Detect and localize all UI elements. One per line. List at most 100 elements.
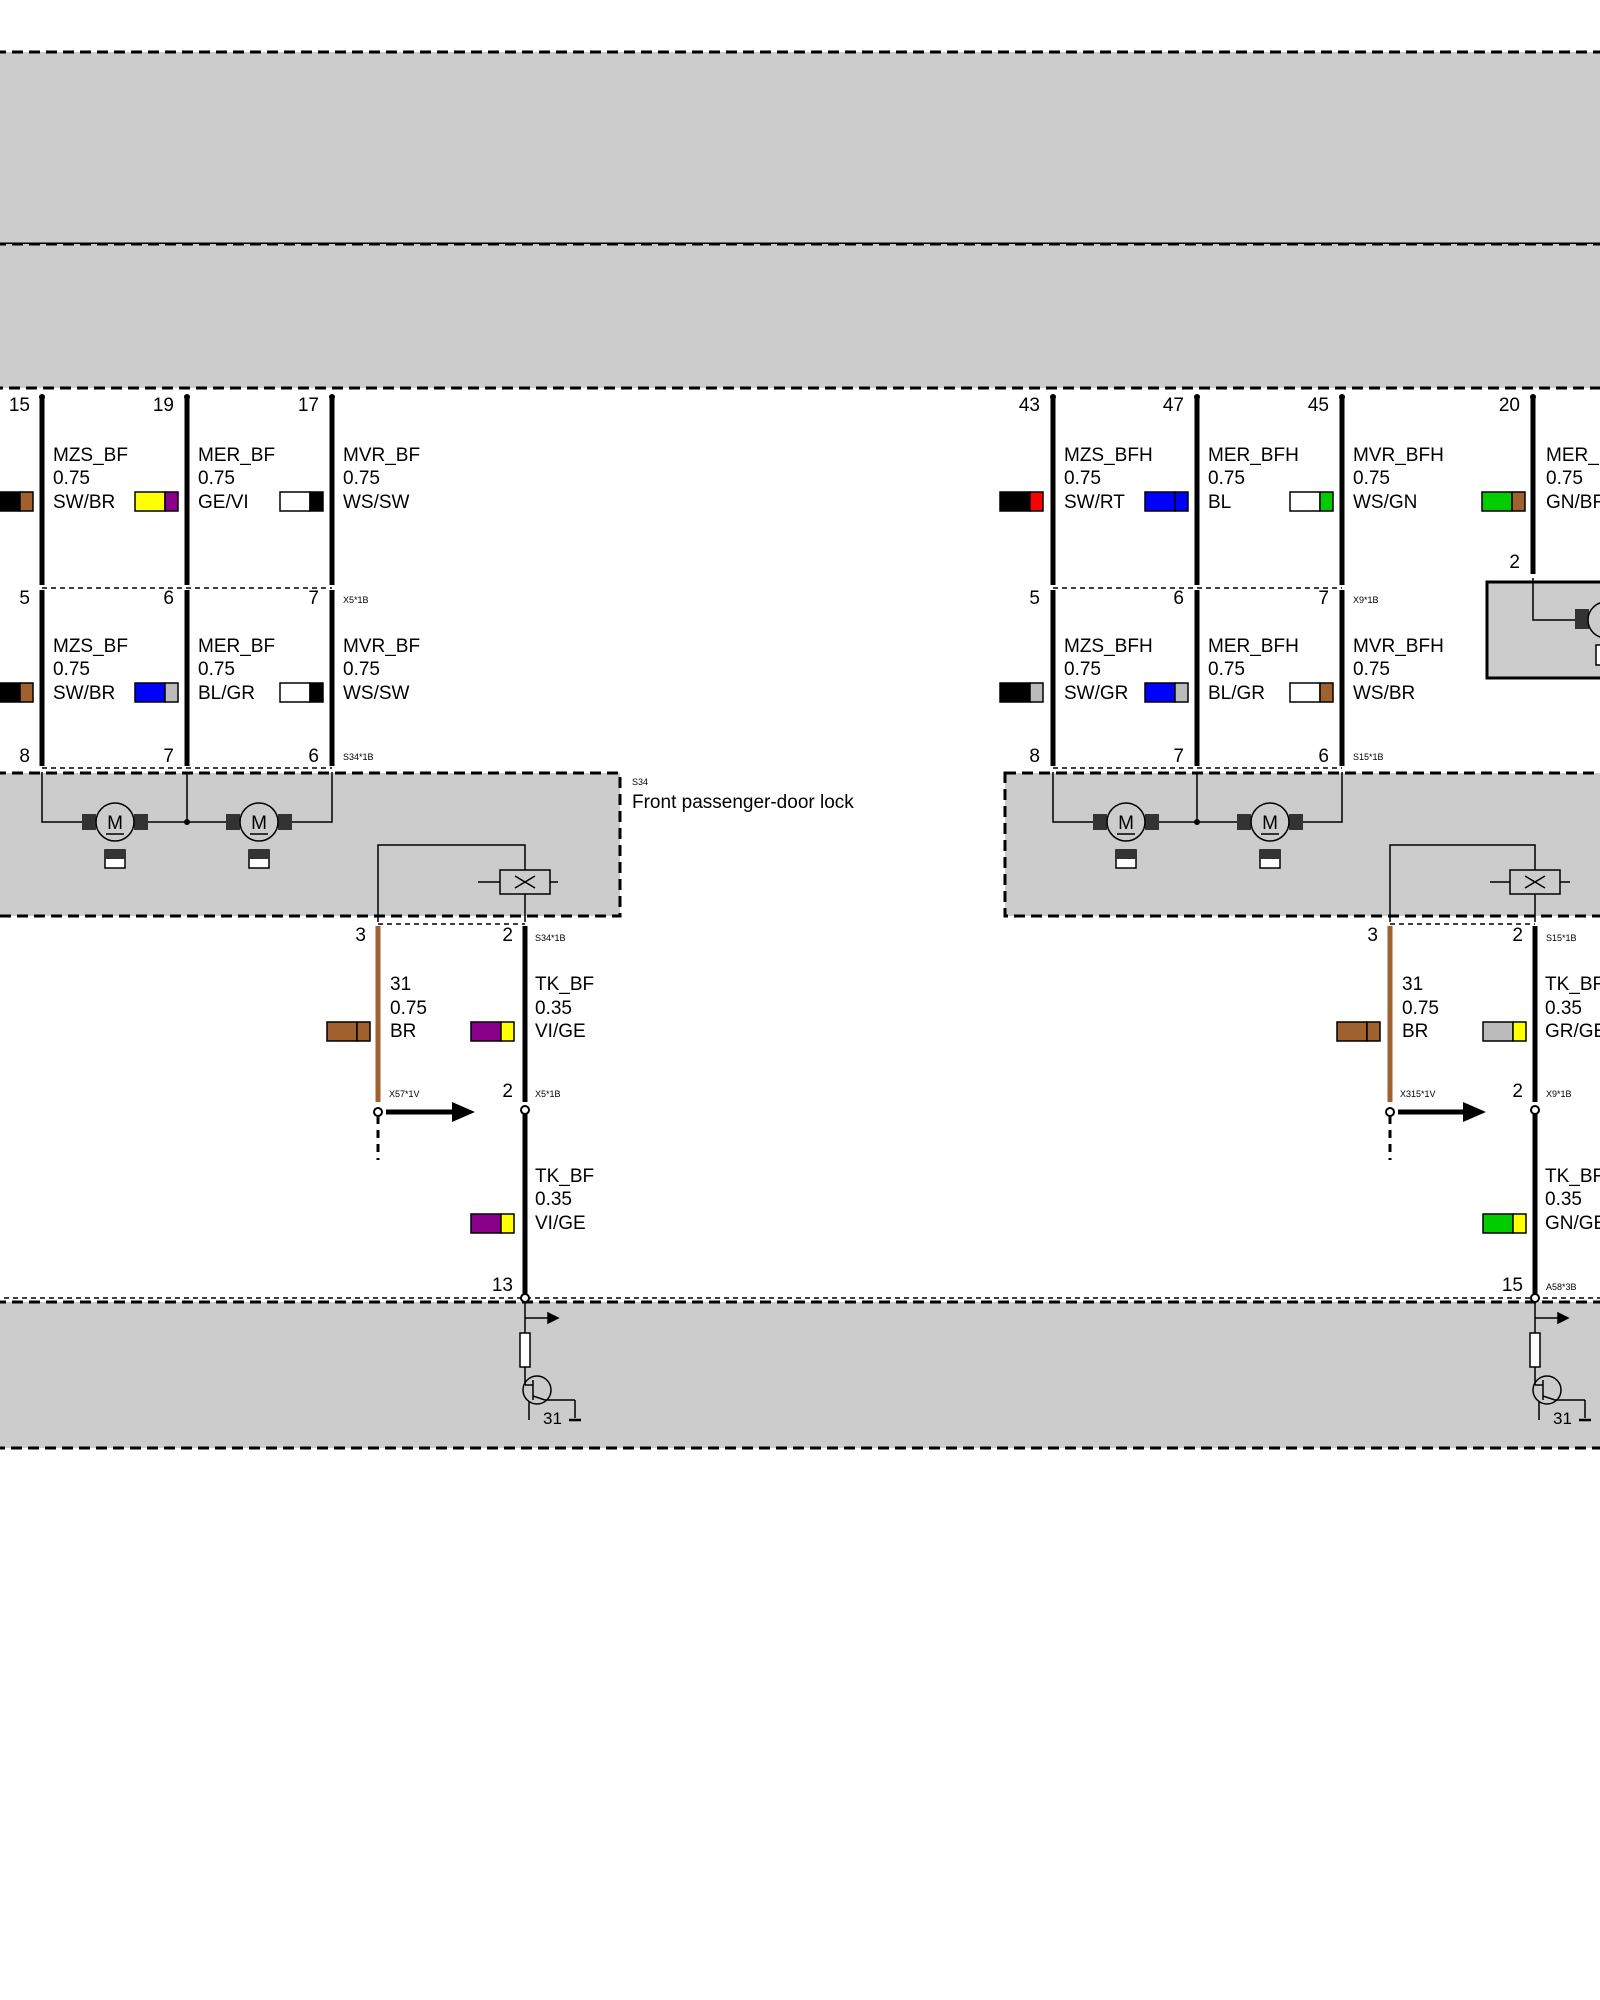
wire-signal: MER_BFH [1208, 445, 1299, 466]
connector-tag: X9*1B [1353, 595, 1379, 605]
color-swatch-stripe [1366, 1021, 1381, 1042]
pin-number: 20 [1499, 395, 1520, 416]
wire-signal: MVR_BF [343, 636, 420, 657]
pin-number: 7 [308, 588, 319, 609]
connector-tag: S34*1B [535, 933, 566, 943]
color-swatch-stripe [500, 1213, 515, 1234]
color-swatch-stripe [356, 1021, 371, 1042]
pin-number: 45 [1308, 395, 1329, 416]
pin-number: 6 [1318, 746, 1329, 767]
top-connector-marks [39, 394, 1536, 400]
arrow-icon [386, 1102, 475, 1122]
color-swatch-stripe [1029, 682, 1044, 703]
wire-color: GN/GE [1545, 1213, 1600, 1234]
color-swatch-stripe [164, 491, 179, 512]
wire-size: 0.75 [1546, 468, 1583, 489]
wire-signal: MER_BF [198, 445, 275, 466]
pin-number: 3 [355, 925, 366, 946]
module-right-element-2 [1595, 644, 1600, 666]
wire-size: 0.75 [1353, 659, 1390, 680]
wire-signal: MZS_BF [53, 636, 128, 657]
wire-size: 0.75 [53, 468, 90, 489]
color-swatch [1482, 1021, 1514, 1042]
color-swatch-stripe [19, 491, 34, 512]
wire-color: WS/SW [343, 683, 410, 704]
connector-tag: S15*1B [1353, 752, 1384, 762]
switch-icon [1490, 869, 1570, 922]
wire-color: WS/GN [1353, 492, 1417, 513]
wire-signal: TK_BF [1545, 974, 1600, 995]
pin-number: 47 [1163, 395, 1184, 416]
ground-label: 31 [543, 1409, 562, 1428]
wire-signal: MZS_BFH [1064, 636, 1153, 657]
color-swatch-stripe [1512, 1213, 1527, 1234]
color-swatch [1289, 491, 1321, 512]
wire-color: BL/GR [198, 683, 255, 704]
module-right-element [1575, 609, 1589, 629]
color-swatch-stripe [1319, 682, 1334, 703]
connector-tag: S34*1B [343, 752, 374, 762]
pin-number: 19 [153, 395, 174, 416]
pin-number: 17 [298, 395, 319, 416]
color-swatch [279, 491, 311, 512]
color-swatch-stripe [1512, 1021, 1527, 1042]
arrow-icon [1398, 1102, 1486, 1122]
connector-tag: X315*1V [1400, 1089, 1436, 1099]
color-swatch [1144, 491, 1176, 512]
color-swatch [0, 682, 21, 703]
connector-tag: X5*1B [343, 595, 369, 605]
wire-signal: MVR_BFH [1353, 445, 1444, 466]
transistor-left [519, 1302, 581, 1422]
wire-size: 0.75 [198, 468, 235, 489]
pin-number: 8 [1029, 746, 1040, 767]
wire-signal: MVR_BFH [1353, 636, 1444, 657]
module-right-small [1485, 580, 1600, 680]
pin-number: 3 [1367, 925, 1378, 946]
connector-tag: X5*1B [535, 1089, 561, 1099]
color-swatch [134, 491, 166, 512]
wire-signal: MVR_BF [343, 445, 420, 466]
svg-text:M: M [251, 813, 267, 834]
wire-color: GE/VI [198, 492, 249, 513]
wire-size: 0.75 [1208, 659, 1245, 680]
motor-icon: M [1093, 802, 1159, 869]
connector-tag: X57*1V [389, 1089, 420, 1099]
wire-signal: MER_ [1546, 445, 1599, 466]
transistor-right [1529, 1302, 1591, 1422]
wire-size: 0.75 [343, 468, 380, 489]
pin-number: 15 [9, 395, 30, 416]
wire-signal: TK_BF [1545, 1166, 1600, 1187]
pin-number: 7 [1173, 746, 1184, 767]
wire-signal: 31 [390, 974, 411, 995]
wire-size: 0.75 [1353, 468, 1390, 489]
color-swatch [279, 682, 311, 703]
wire-color: GR/GE [1545, 1021, 1600, 1042]
pin-number: 7 [1318, 588, 1329, 609]
wire-size: 0.75 [1208, 468, 1245, 489]
pin-number: 13 [492, 1275, 513, 1296]
wire-signal: MZS_BF [53, 445, 128, 466]
color-swatch [999, 682, 1031, 703]
color-swatch [1481, 491, 1513, 512]
pin-number: 2 [502, 1081, 513, 1102]
color-swatch-stripe [500, 1021, 515, 1042]
wire-color: SW/BR [53, 492, 115, 513]
wire-signal: 31 [1402, 974, 1423, 995]
motor-icon-partial [1587, 602, 1600, 638]
ground-label: 31 [1553, 1409, 1572, 1428]
color-swatch-stripe [1511, 491, 1526, 512]
svg-text:M: M [107, 813, 123, 834]
color-swatch-stripe [164, 682, 179, 703]
wire-color: SW/RT [1064, 492, 1125, 513]
color-swatch-stripe [1174, 491, 1189, 512]
wire-signal: MZS_BFH [1064, 445, 1153, 466]
wire-size: 0.75 [1064, 659, 1101, 680]
pin-number: 2 [1509, 552, 1520, 573]
pin-number: 8 [19, 746, 30, 767]
wire-size: 0.75 [343, 659, 380, 680]
color-swatch [326, 1021, 358, 1042]
wire-color: SW/BR [53, 683, 115, 704]
pin-number: 7 [163, 746, 174, 767]
mid-wires [39, 590, 1345, 766]
wire-signal: TK_BF [535, 974, 594, 995]
